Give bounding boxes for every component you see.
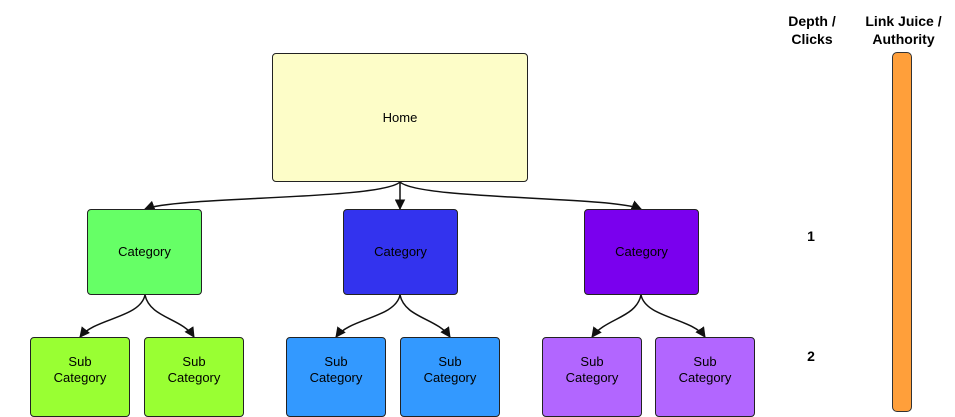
depth-level-1: 1 — [807, 228, 815, 244]
connector-category-1-sub-1 — [79, 294, 146, 338]
connector-category-2-sub-4 — [399, 294, 451, 338]
subcategory-label-line2: Category — [309, 370, 363, 385]
subcategory-label-line1: Sub — [182, 354, 206, 369]
subcategory-label-line1: Sub — [580, 354, 604, 369]
subcategory-label-line2: Category — [53, 370, 107, 385]
subcategory-label-line1: Sub — [693, 354, 717, 369]
connector-home-category-1 — [144, 181, 401, 211]
depth-header-line2: Clicks — [791, 31, 833, 47]
subcategory-label-line2: Category — [167, 370, 221, 385]
category-node-1[interactable]: Category — [87, 209, 202, 295]
link-juice-header-line2: Authority — [872, 31, 935, 47]
subcategory-label-line2: Category — [565, 370, 619, 385]
category-node-2[interactable]: Category — [343, 209, 458, 295]
home-node[interactable]: Home — [272, 53, 528, 182]
link-juice-header-line1: Link Juice / — [865, 13, 942, 29]
connector-category-3-sub-6 — [640, 294, 706, 338]
connector-category-2-sub-3 — [335, 294, 401, 338]
connector-category-3-sub-5 — [591, 294, 642, 338]
depth-level-2: 2 — [807, 348, 815, 364]
depth-header-line1: Depth / — [788, 13, 836, 29]
category-label: Category — [374, 244, 427, 259]
category-node-3[interactable]: Category — [584, 209, 699, 295]
subcategory-label-line2: Category — [423, 370, 477, 385]
connector-category-1-sub-2 — [144, 294, 195, 338]
link-juice-header: Link Juice / Authority — [852, 12, 955, 48]
depth-header: Depth / Clicks — [772, 12, 852, 48]
link-juice-bar — [892, 52, 912, 412]
connector-home-category-3 — [399, 181, 642, 211]
subcategory-label-line1: Sub — [324, 354, 348, 369]
subcategory-label-line1: Sub — [68, 354, 92, 369]
category-label: Category — [118, 244, 171, 259]
category-label: Category — [615, 244, 668, 259]
site-structure-diagram — [79, 181, 706, 338]
subcategory-label-line2: Category — [678, 370, 732, 385]
home-label: Home — [382, 109, 418, 125]
subcategory-label-line1: Sub — [438, 354, 462, 369]
